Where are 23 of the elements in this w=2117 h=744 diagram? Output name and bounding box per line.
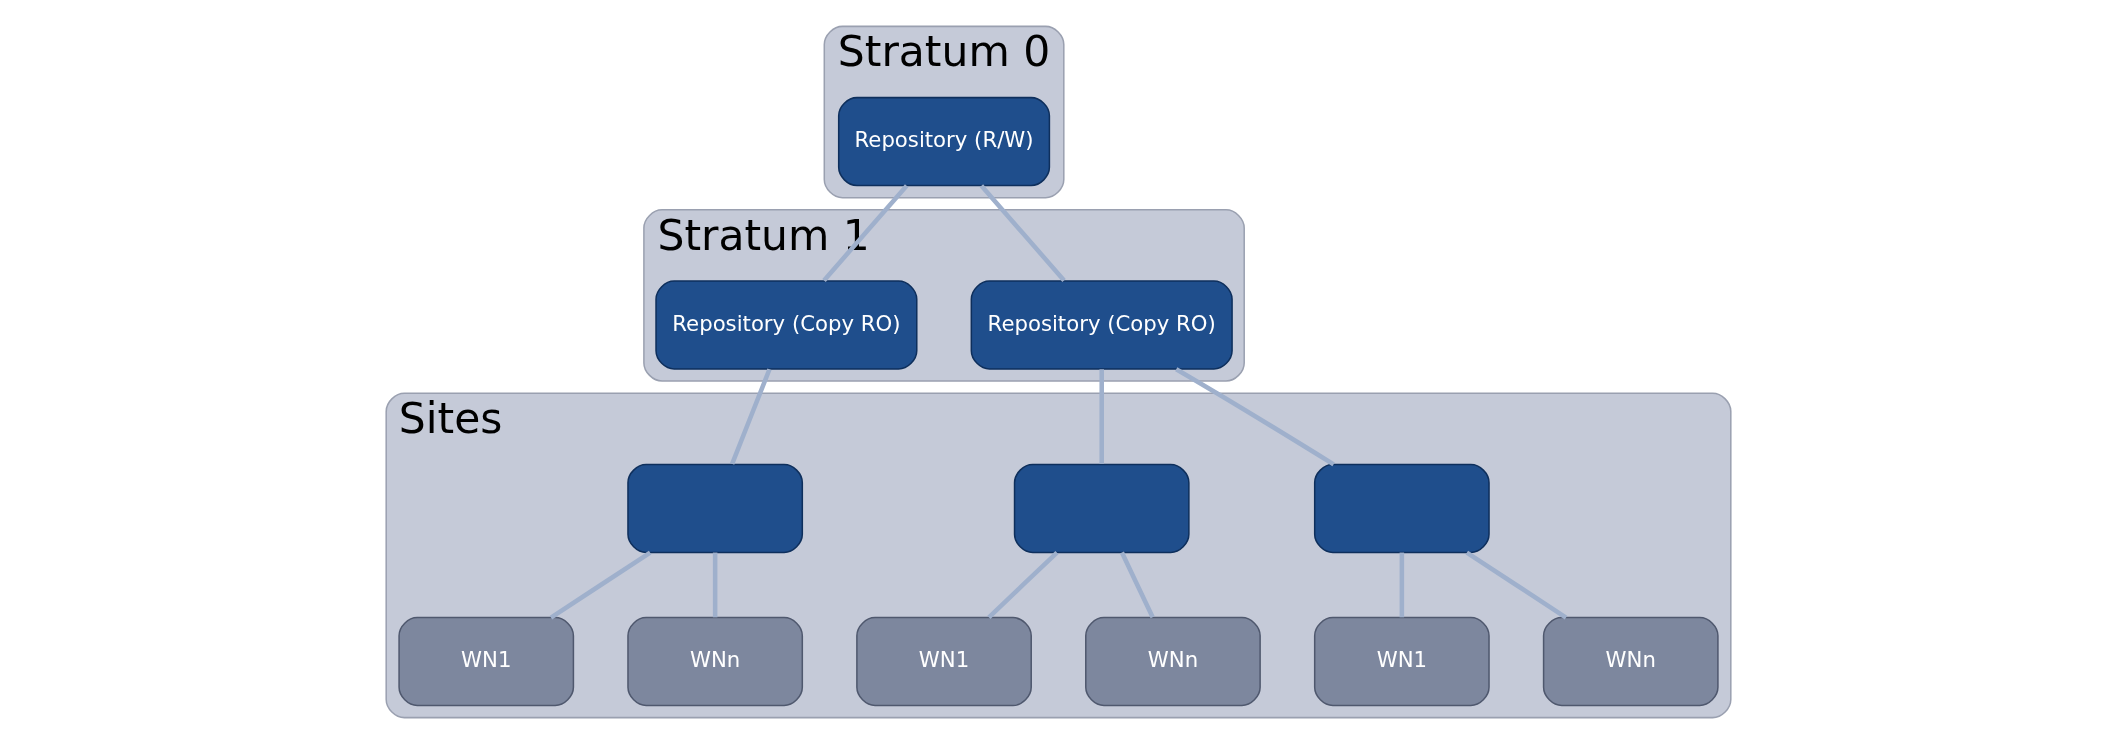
connector — [730, 368, 772, 465]
connector — [1099, 369, 1104, 464]
node-box — [627, 463, 804, 554]
connector — [1119, 551, 1155, 619]
node-box: WN1 — [856, 616, 1032, 707]
node-box: Repository (Copy RO) — [970, 280, 1233, 370]
node-box: WNn — [627, 616, 804, 707]
connector — [822, 184, 909, 282]
node-box: WN1 — [1313, 616, 1490, 707]
node-box: Repository (Copy RO) — [655, 280, 918, 370]
connector — [1399, 552, 1405, 618]
node-box: Repository (R/W) — [837, 96, 1051, 187]
node-box — [1013, 463, 1190, 554]
connector — [712, 552, 718, 618]
node-box: WN1 — [398, 616, 575, 707]
connector — [549, 550, 652, 620]
connector — [1465, 550, 1568, 620]
node-box: WNn — [1085, 616, 1261, 707]
connector — [979, 184, 1066, 282]
connector — [1175, 367, 1335, 467]
node-box — [1313, 463, 1490, 554]
connector — [987, 550, 1059, 619]
node-box: WNn — [1542, 616, 1719, 707]
